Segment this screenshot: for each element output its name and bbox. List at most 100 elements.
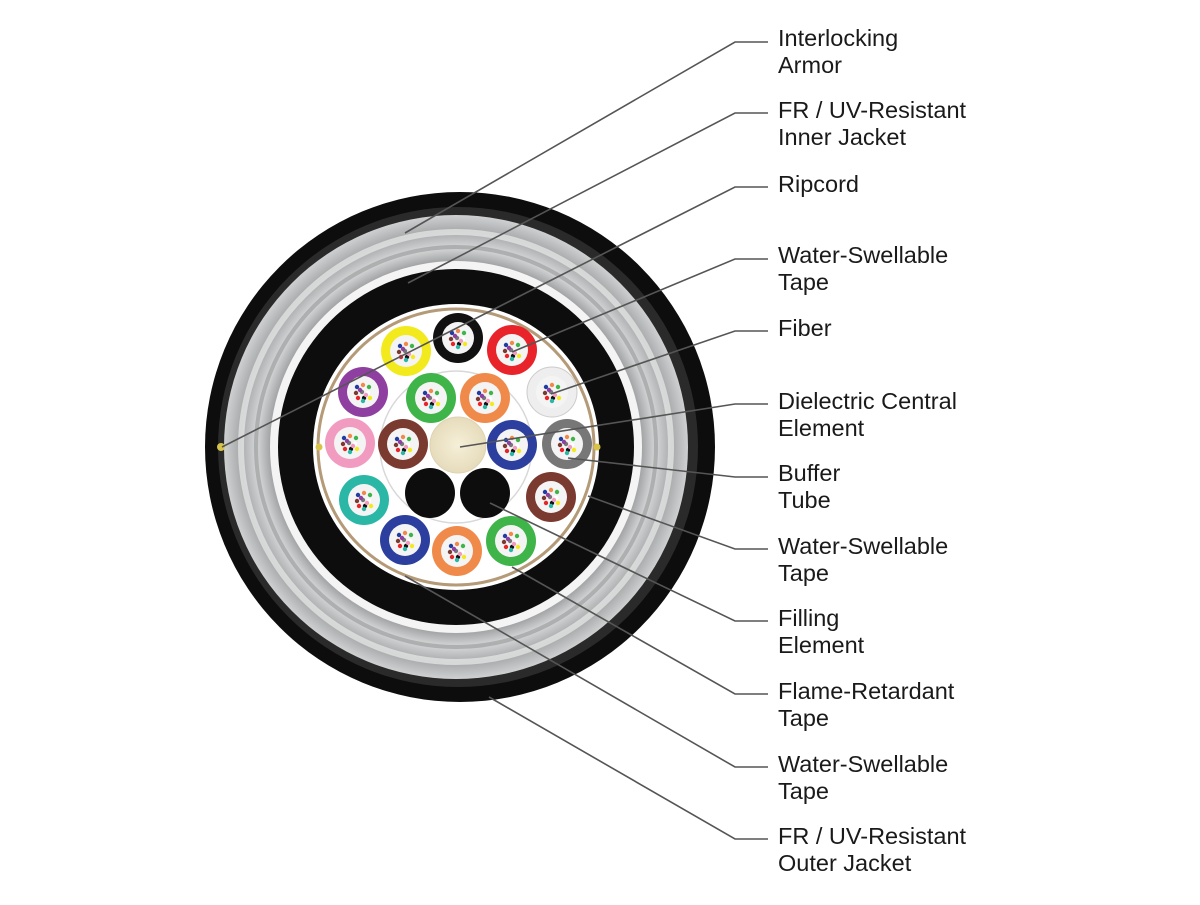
fiber [516,353,522,359]
fiber [460,543,466,549]
buffer-tube-yellow [381,326,431,376]
fiber [461,554,467,560]
label-filling-element: Filling Element [778,605,865,658]
fiber [360,398,366,404]
fiber [504,448,510,454]
fiber [354,498,360,504]
fiber [447,549,453,555]
fiber [357,387,363,393]
fiber [482,404,488,410]
filling-element-left [405,468,455,518]
fiber [476,390,482,396]
fiber [363,392,369,398]
label-ripcord: Ripcord [778,171,859,197]
fiber [449,554,455,560]
fiber [504,353,510,359]
fiber [559,447,565,453]
fiber [551,497,557,503]
leader-line [587,495,768,550]
fiber [400,346,406,352]
fiber [561,439,567,445]
fiber [393,442,399,448]
fiber [360,382,366,388]
fiber [461,330,467,336]
armor-shadow-ring [254,245,658,649]
fiber [458,338,464,344]
fiber [556,395,562,401]
fiber [475,396,481,402]
fiber [431,398,437,404]
fiber [544,395,550,401]
leader-line [550,330,768,395]
leader-lines [221,41,768,840]
fiber [397,439,403,445]
fiber [409,543,415,549]
fiber [548,503,554,509]
fiber [557,442,563,448]
fiber [407,447,413,453]
fiber [501,539,507,545]
fiber [448,543,454,549]
fiber [409,343,415,349]
fiber [428,404,434,410]
fiber [355,395,361,401]
fiber [511,541,517,547]
buffer-tube-inner-brown [378,419,428,469]
fiber [450,341,456,347]
fiber [358,495,364,501]
label-buffer-tube: Buffer Tube [778,460,841,513]
label-water-swellable-tape-2: Water-Swellable Tape [778,533,949,586]
label-flame-retardant-tape: Flame-Retardant Tape [778,678,955,731]
core-elements [405,416,510,518]
buffer-tube-rose [325,418,375,468]
dielectric-central-element [429,416,487,474]
fiber [502,348,508,354]
label-dielectric-central-element: Dielectric Central Element [778,388,957,441]
leader-line [404,41,768,234]
fiber [571,447,577,453]
fiber [422,390,428,396]
ripcord-core-right [593,443,601,451]
leader-line [404,575,768,768]
fiber [543,500,549,506]
fiber [477,401,483,407]
fiber [403,341,409,347]
fiber [361,506,367,512]
fiber [354,384,360,390]
filling-element-right [460,468,510,518]
label-fiber: Fiber [778,315,832,341]
fiber [502,443,508,449]
fiber [509,340,515,346]
label-inner-jacket: FR / UV-Resistant Inner Jacket [778,97,967,150]
fiber [548,487,554,493]
fiber [506,440,512,446]
fiber [448,336,454,342]
fiber [354,446,360,452]
fiber [555,500,561,506]
fiber [395,538,401,544]
fiber [353,435,359,441]
fiber [451,546,457,552]
label-outer-jacket: FR / UV-Resistant Outer Jacket [778,823,967,876]
fiber [364,500,370,506]
fiber [344,438,350,444]
fiber [425,393,431,399]
label-water-swellable-tape-3: Water-Swellable Tape [778,751,949,804]
fiber [341,435,347,441]
fiber [408,532,414,538]
fiber [489,401,495,407]
fiber [564,434,570,440]
buffer-tube-inner-orange [460,373,510,423]
fiber [515,544,521,550]
fiber [355,492,361,498]
fiber [400,434,406,440]
buffer-tube-blue [380,515,430,565]
fiber [457,551,463,557]
fiber [549,398,555,404]
fiber [403,357,409,363]
fiber [552,392,558,398]
fiber [394,436,400,442]
fiber [455,344,461,350]
